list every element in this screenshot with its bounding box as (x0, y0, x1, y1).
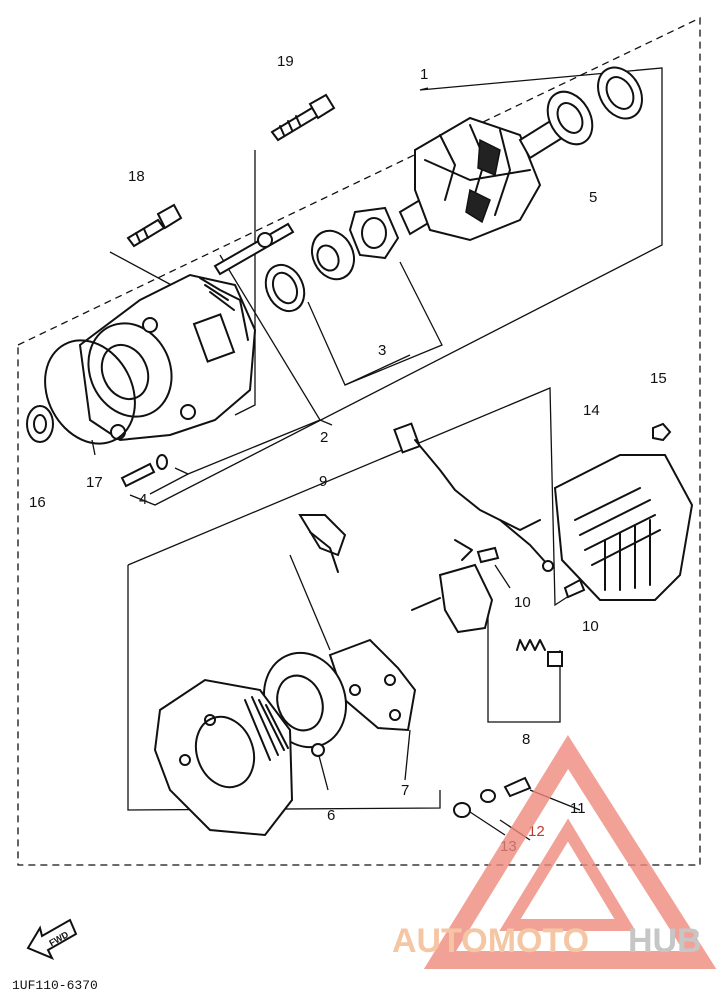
callout-7: 7 (401, 782, 409, 799)
seal-5 (597, 66, 643, 120)
front-housing (78, 273, 257, 442)
callout-18: 18 (128, 168, 145, 185)
callouts: 1 2 3 4 5 6 7 8 9 10 10 11 12 13 14 15 1… (29, 53, 667, 855)
callout-2: 2 (320, 429, 328, 446)
callout-9: 9 (319, 473, 327, 490)
callout-11: 11 (570, 800, 586, 817)
clip-9 (298, 514, 347, 573)
callout-14: 14 (583, 402, 600, 419)
retainer-plate (348, 206, 400, 260)
callout-3: 3 (378, 342, 386, 359)
screw-10b (563, 578, 586, 599)
bolt-19 (270, 93, 336, 142)
washer (264, 263, 306, 313)
through-bolt-2 (213, 222, 295, 276)
rotor-1 (398, 90, 594, 242)
callout-15: 15 (650, 370, 667, 387)
rectifier-7 (328, 638, 417, 732)
watermark-text-automoto: AUTOMOTO (392, 922, 589, 960)
watermark-text-hub: HUB (628, 922, 702, 960)
upper-group-brackets (44, 67, 663, 506)
callout-4: 4 (139, 491, 147, 508)
oil-seal-16 (26, 405, 54, 443)
assembly-outline (17, 16, 701, 866)
bolt-18 (126, 203, 183, 248)
fwd-arrow: FWD (26, 918, 78, 960)
nut-15 (652, 422, 672, 442)
rear-housing (153, 678, 294, 837)
callout-16: 16 (29, 494, 46, 511)
rear-cover-14 (553, 454, 694, 601)
lower-group-brackets (127, 387, 581, 841)
screw-11 (503, 776, 532, 798)
o-ring-17 (44, 339, 136, 445)
watermark-logo: AUTOMOTO HUB (392, 735, 717, 969)
callout-19: 19 (277, 53, 294, 70)
brush-holder-8 (411, 539, 563, 667)
washer-13 (453, 802, 471, 818)
screw-10a (476, 546, 500, 564)
callout-1: 1 (420, 66, 428, 83)
figure-code: 1UF110-6370 (12, 978, 98, 993)
callout-6: 6 (327, 807, 335, 824)
bearing-3 (311, 229, 355, 281)
screw-4 (120, 454, 168, 488)
wire-harness (393, 422, 554, 572)
washer-12 (480, 789, 496, 803)
callout-8: 8 (522, 731, 530, 748)
callout-5: 5 (589, 189, 597, 206)
callout-10b: 10 (582, 618, 599, 635)
callout-10a: 10 (514, 594, 531, 611)
callout-17: 17 (86, 474, 103, 491)
